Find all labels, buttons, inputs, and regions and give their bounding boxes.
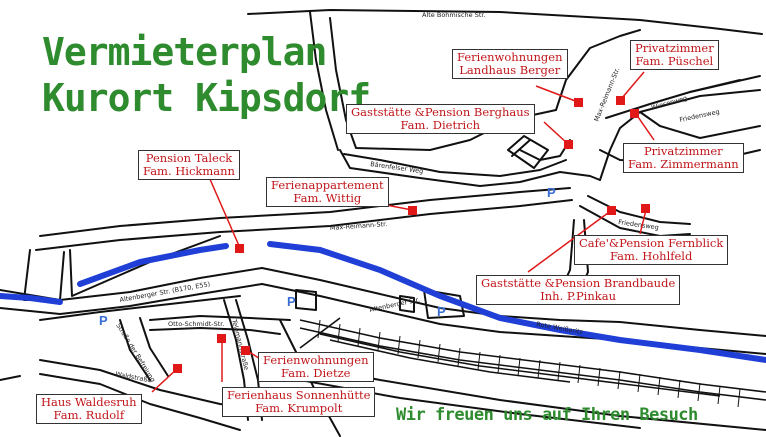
label-privatzimmer-pueschel[interactable]: Privatzimmer Fam. Püschel (630, 40, 719, 70)
accommodation-marker (564, 140, 573, 149)
accommodation-marker (235, 244, 244, 253)
label-line: Fam. Wittig (293, 191, 362, 205)
railway-ties (317, 319, 741, 408)
accommodation-marker (607, 206, 616, 215)
label-line: Fam. Zimmermann (628, 157, 739, 171)
label-line: Privatzimmer (643, 144, 723, 158)
street-otto-schmidt: Otto-Schmidt-Str. (168, 320, 224, 328)
label-line: Fam. Krumpolt (255, 401, 343, 415)
street-wiesenweg: Wiesenweg (650, 94, 688, 112)
label-line: Fam. Hohlfeld (609, 249, 693, 263)
accommodation-marker (408, 206, 417, 215)
parking-icon: P (547, 185, 556, 200)
accommodation-marker (616, 96, 625, 105)
label-line: Ferienhaus Sonnenhütte (227, 388, 371, 402)
label-line: Inh. P.Pinkau (540, 289, 617, 303)
label-haus-waldesruh[interactable]: Haus Waldesruh Fam. Rudolf (36, 394, 142, 424)
street-rote-weisseritz: Rote Weißeritz (536, 320, 584, 336)
street-max-reimann: Max-Reimann-Str. (330, 220, 388, 232)
accommodation-marker (173, 364, 182, 373)
road-otto-schmidt (149, 315, 291, 321)
label-gaststaette-brandbaude[interactable]: Gaststätte &Pension Brandbaude Inh. P.Pi… (476, 275, 681, 305)
label-gaststaette-berghaus[interactable]: Gaststätte &Pension Berghaus Fam. Dietri… (346, 104, 535, 134)
river-rote-weisseritz (0, 241, 766, 363)
label-line: Pension Taleck (145, 151, 233, 165)
label-line: Fam. Rudolf (53, 408, 125, 422)
street-alte-boehmische: Alte Böhmische Str. (422, 11, 486, 19)
label-line: Haus Waldesruh (41, 395, 137, 409)
accommodation-marker (217, 334, 226, 343)
parking-icon: P (437, 304, 446, 319)
label-line: Ferienwohnungen (457, 50, 563, 64)
label-line: Gaststätte &Pension Berghaus (351, 105, 530, 119)
road-friedensweg (587, 195, 691, 225)
label-line: Gaststätte &Pension Brandbaude (481, 276, 676, 290)
parking-icon: P (99, 313, 108, 328)
label-line: Landhaus Berger (459, 63, 561, 77)
label-line: Fam. Püschel (635, 54, 714, 68)
label-privatzimmer-zimmermann[interactable]: Privatzimmer Fam. Zimmermann (623, 143, 744, 173)
accommodation-marker (574, 98, 583, 107)
street-friedensweg-upper: Friedensweg (679, 108, 721, 124)
label-cafe-fernblick[interactable]: Cafe'&Pension Fernblick Fam. Hohlfeld (574, 235, 729, 265)
label-ferienwohnungen-dietze[interactable]: Ferienwohnungen Fam. Dietze (258, 352, 374, 382)
label-line: Fam. Hickmann (143, 164, 235, 178)
road-max-reimann-vertical (555, 29, 641, 111)
accommodation-marker (630, 109, 639, 118)
map-title-line2: Kurort Kipsdorf (42, 76, 371, 120)
road-baerenfelser (343, 153, 567, 177)
accommodation-marker (241, 346, 250, 355)
parking-icon: P (287, 294, 296, 309)
label-pension-taleck[interactable]: Pension Taleck Fam. Hickmann (138, 150, 240, 180)
road-max-reimann (39, 187, 571, 237)
label-ferienhaus-sonnenhuette[interactable]: Ferienhaus Sonnenhütte Fam. Krumpolt (222, 387, 376, 417)
label-line: Ferienappartement (271, 178, 384, 192)
label-line: Fam. Dietrich (400, 118, 481, 132)
label-line: Cafe'&Pension Fernblick (579, 236, 724, 250)
slogan: Wir freuen uns auf Ihren Besuch (396, 405, 698, 425)
accommodation-marker (641, 204, 650, 213)
label-line: Fam. Dietze (281, 366, 351, 380)
map-title-line1: Vermieterplan (42, 30, 327, 74)
label-line: Privatzimmer (635, 41, 714, 55)
label-ferienappartement-wittig[interactable]: Ferienappartement Fam. Wittig (266, 177, 389, 207)
label-line: Ferienwohnungen (263, 353, 369, 367)
label-landhaus-berger[interactable]: Ferienwohnungen Landhaus Berger (452, 49, 568, 79)
road-alte-boehmische (247, 9, 763, 35)
road-strasse-der-befreiung (119, 319, 151, 381)
